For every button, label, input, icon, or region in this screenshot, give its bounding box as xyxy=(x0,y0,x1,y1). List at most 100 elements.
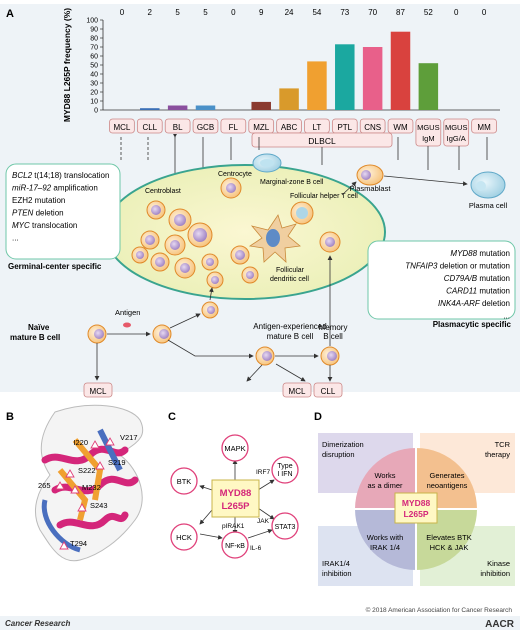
bar-value-label: 73 xyxy=(340,8,349,17)
ifn-label-1: Type xyxy=(277,463,292,470)
category-label: PTL xyxy=(337,123,352,132)
category-box xyxy=(443,118,470,147)
antigen-experienced-cell xyxy=(255,346,275,366)
lesion-line: MYD88 mutation xyxy=(450,249,510,258)
naive-label-1: Naïve xyxy=(28,323,50,332)
category-box xyxy=(136,118,163,134)
corner-label: inhibition xyxy=(322,569,352,578)
mapk-label: MAPK xyxy=(224,444,245,453)
residue-marker xyxy=(77,503,87,512)
bar-value-label: 24 xyxy=(285,8,294,17)
centroblast-cell xyxy=(146,200,166,220)
category-label: MGUS xyxy=(445,123,468,132)
residue-label: I220 xyxy=(73,438,88,447)
quadrant-btk xyxy=(416,509,477,570)
y-tick-label: 30 xyxy=(90,81,98,88)
marginal-zone-label: Marginal-zone B cell xyxy=(260,179,324,186)
journal-name: Cancer Research xyxy=(5,619,70,628)
bar-value-label: 5 xyxy=(203,8,208,17)
y-tick-label: 80 xyxy=(90,36,98,43)
btk-label: BTK xyxy=(177,477,192,486)
corner-label: Dimerization xyxy=(322,440,364,449)
centrocyte-label: Centrocyte xyxy=(218,171,252,178)
follicular-dendritic-label-2: dendritic cell xyxy=(270,276,309,283)
edge-ifn xyxy=(257,479,275,491)
lesion-line: EZH2 mutation xyxy=(12,196,65,205)
frequency-bar-chart: MYD88 L265P frequency (%) 01020304050607… xyxy=(62,8,500,122)
y-tick-label: 90 xyxy=(90,27,98,34)
lesion-line: PTEN deletion xyxy=(12,209,64,218)
memory-mcl-label: MCL xyxy=(289,387,306,396)
bar-value-label: 52 xyxy=(424,8,433,17)
bar-value-label: 87 xyxy=(396,8,405,17)
edge-hck xyxy=(199,509,213,525)
bar-ptl xyxy=(335,44,355,110)
follicular-dendritic-cell xyxy=(248,214,301,263)
myd88-center-box xyxy=(211,479,260,518)
myd88-d-center-box xyxy=(394,492,438,524)
residue-marker xyxy=(95,461,105,470)
bar-value-label: 2 xyxy=(148,8,153,17)
gc-to-plasmablast-arrow xyxy=(341,181,357,196)
plasma-cell-label: Plasma cell xyxy=(469,201,508,210)
ifn-label-2: I IFN xyxy=(277,471,292,478)
category-label: IgM xyxy=(422,134,435,143)
plasmablast-to-plasma-arrow xyxy=(383,175,468,187)
category-label: ABC xyxy=(281,123,298,132)
category-box xyxy=(387,118,414,134)
residue-label: S222 xyxy=(78,466,96,475)
residue-label: T294 xyxy=(70,539,87,548)
memory-cll-box xyxy=(313,382,343,398)
follicular-helper-label: Follicular helper T cell xyxy=(290,193,358,200)
germinal-center-specific-box xyxy=(5,163,121,260)
category-label: WM xyxy=(393,123,408,132)
y-tick-label: 100 xyxy=(86,18,98,25)
marginal-zone-b-cell xyxy=(252,153,282,173)
antigen-particle xyxy=(123,322,131,328)
lesion-line: INK4A-ARF deletion xyxy=(438,299,510,308)
residue-label: M232 xyxy=(82,483,101,492)
node-type-i-ifn xyxy=(271,456,299,484)
category-label: MGUS xyxy=(417,123,440,132)
lesion-line: MYC translocation xyxy=(12,221,77,230)
bar-value-label: 0 xyxy=(120,8,125,17)
corner-label: disruption xyxy=(322,450,355,459)
plasma-cell xyxy=(470,171,506,199)
panel-d-label: D xyxy=(314,411,322,423)
quadrant-irak xyxy=(355,509,416,570)
naive-mcl-label: MCL xyxy=(90,387,107,396)
quadrant-label: Works with xyxy=(367,533,404,542)
corner-label: therapy xyxy=(485,450,510,459)
hck-label: HCK xyxy=(176,533,192,542)
quadrant-label: Works xyxy=(374,471,395,480)
lesion-line: ... xyxy=(503,312,510,321)
copyright: © 2018 American Association for Cancer R… xyxy=(366,606,513,614)
category-box xyxy=(109,118,135,134)
edge-stat3 xyxy=(257,507,275,520)
quadrant-label: IRAK 1/4 xyxy=(370,543,400,552)
myd88-center-label-2: L265P xyxy=(222,501,251,512)
footer-bar xyxy=(0,616,520,630)
quadrant-label: HCK & JAK xyxy=(430,543,469,552)
y-axis-label: MYD88 L265P frequency (%) xyxy=(62,8,72,122)
antigen-experienced-label-2: mature B cell xyxy=(267,332,314,341)
corner-label: Kinase xyxy=(487,559,510,568)
residue-marker xyxy=(65,469,75,478)
category-box xyxy=(192,118,219,134)
dlbcl-label: DLBCL xyxy=(308,136,336,146)
memory-cll-label: CLL xyxy=(321,387,336,396)
category-label: BL xyxy=(173,123,183,132)
lesion-line: BCL2 t(14;18) translocation xyxy=(12,171,109,180)
memory-mcl-box xyxy=(282,382,312,398)
edge-il6 xyxy=(247,528,273,539)
category-label: CLL xyxy=(142,123,157,132)
category-box xyxy=(220,118,247,134)
bar-value-label: 0 xyxy=(454,8,459,17)
edge-hck-nfkb xyxy=(199,533,223,540)
category-box xyxy=(471,118,497,134)
bar-cns xyxy=(362,47,383,110)
plasmacytic-specific-box xyxy=(367,240,516,320)
memory-b-cell xyxy=(320,346,340,366)
